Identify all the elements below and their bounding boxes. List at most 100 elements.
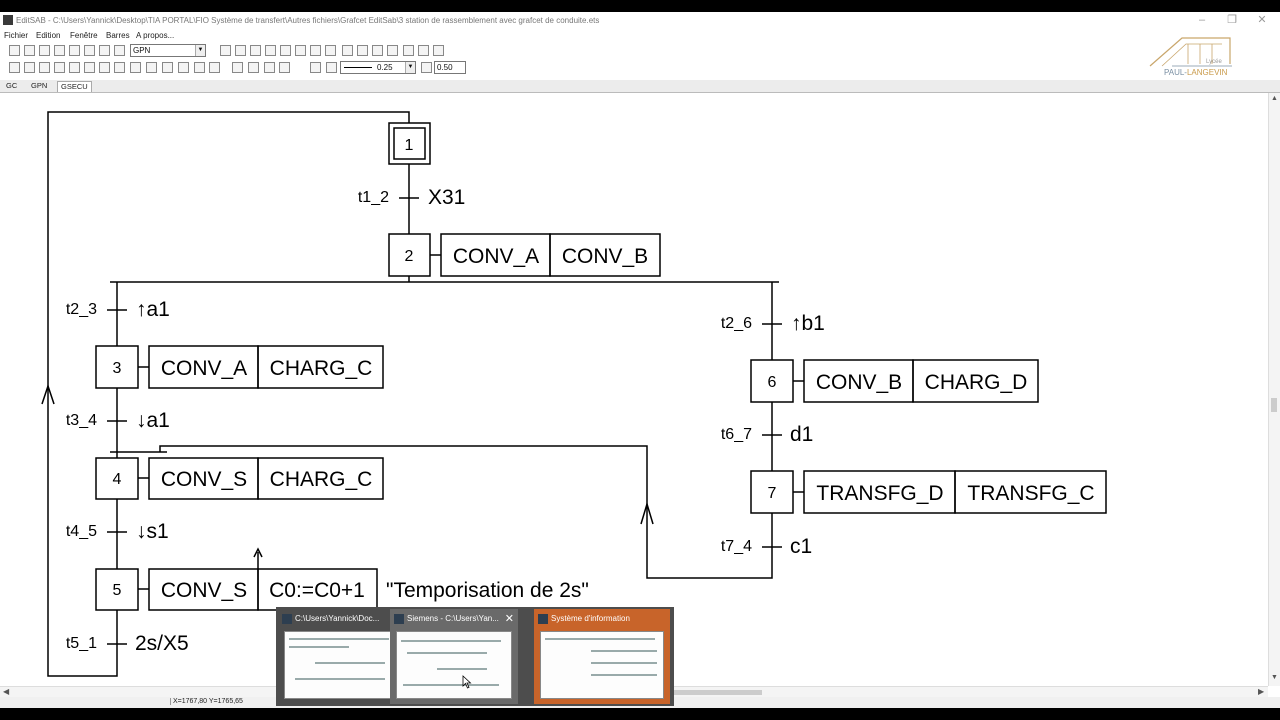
memorized-action-icon[interactable] (130, 62, 141, 73)
preview-thumbnail (284, 631, 400, 699)
taskbar-preview-3[interactable]: Système d'information (534, 609, 670, 704)
print-icon[interactable] (69, 45, 80, 56)
vertical-scrollbar[interactable]: ▲ ▼ (1268, 93, 1280, 686)
action-label: CONV_B (562, 245, 648, 268)
paste-icon[interactable] (433, 45, 444, 56)
vertical-scroll-thumb[interactable] (1271, 398, 1277, 412)
link-loop-left (47, 111, 410, 677)
image-icon[interactable] (310, 62, 321, 73)
step-icon[interactable] (9, 62, 20, 73)
enclosure-icon[interactable] (178, 62, 189, 73)
line-icon[interactable] (232, 62, 243, 73)
action-label: TRANSFG_C (967, 482, 1094, 505)
select-all-icon[interactable] (372, 45, 383, 56)
line-width-select[interactable]: 0.25 ▼ (340, 61, 416, 74)
tab-gpn[interactable]: GPN (31, 81, 48, 90)
tia-app-icon (282, 613, 292, 624)
logo-name-right: LANGEVIN (1186, 68, 1228, 77)
receptivity: ↓a1 (136, 409, 170, 432)
comment-icon[interactable] (194, 62, 205, 73)
zoom-icon[interactable] (250, 45, 261, 56)
step-1-box[interactable] (388, 122, 431, 165)
lycee-logo: Lycée PAUL-LANGEVIN (1142, 28, 1242, 80)
open-icon[interactable] (39, 45, 50, 56)
transition-name: t3_4 (66, 412, 97, 429)
arrow-up-right (640, 501, 654, 525)
fill-color-icon[interactable] (264, 62, 275, 73)
toolbar-drawing: 0.25 ▼ 0.50 (0, 60, 1280, 76)
step-6-action-2-box (912, 359, 1039, 403)
undo-icon[interactable] (342, 45, 353, 56)
logo-name-left: PAUL- (1164, 68, 1187, 77)
tab-gsecu[interactable]: GSECU (57, 81, 92, 92)
divergence-icon[interactable] (69, 62, 80, 73)
magnet-icon[interactable] (421, 62, 432, 73)
action-label: C0:=C0+1 (269, 579, 365, 602)
menu-a-propos[interactable]: A propos... (136, 31, 175, 40)
menu-barres[interactable]: Barres (106, 31, 130, 40)
grafcet-select[interactable]: GPN ▼ (130, 44, 206, 57)
text-icon[interactable] (279, 62, 290, 73)
group-icon[interactable] (387, 45, 398, 56)
initial-step-icon[interactable] (24, 62, 35, 73)
redo-icon[interactable] (357, 45, 368, 56)
arrow-icon[interactable] (326, 62, 337, 73)
transition-name: t1_2 (358, 189, 389, 206)
menu-bar: Fichier Edition Fenêtre Barres A propos.… (0, 29, 1280, 42)
preview-thumbnail (396, 631, 512, 699)
action-label: CONV_S (161, 579, 247, 602)
taskbar-preview-2[interactable]: Siemens - C:\Users\Yan... ✕ (390, 609, 518, 704)
step-3-action-2-box (257, 345, 384, 389)
link-icon[interactable] (54, 62, 65, 73)
grid-icon[interactable] (325, 45, 336, 56)
grafcet-tabs: GC GPN GSECU (0, 80, 1280, 93)
zoom-value-field[interactable]: 0.50 (434, 61, 466, 74)
cursor-coordinates: X=1767,80 Y=1765,65 (170, 698, 243, 705)
scroll-left-icon[interactable]: ◀ (3, 687, 10, 696)
tab-gc[interactable]: GC (6, 81, 18, 90)
receptivity: c1 (790, 535, 812, 558)
editsab-window: EditSAB - C:\Users\Yannick\Desktop\TIA P… (0, 12, 1280, 708)
pointer-icon[interactable] (220, 45, 231, 56)
zoom-fit-icon[interactable] (295, 45, 306, 56)
copy-icon[interactable] (418, 45, 429, 56)
menu-edition[interactable]: Edition (36, 31, 61, 40)
maximize-button[interactable]: ❐ (1227, 14, 1237, 26)
menu-fenetre[interactable]: Fenêtre (70, 31, 98, 40)
arrow-up-left (41, 383, 55, 405)
cut-icon[interactable] (403, 45, 414, 56)
save-icon[interactable] (54, 45, 65, 56)
close-preview-icon[interactable]: ✕ (504, 613, 514, 625)
zoom-value: 0.50 (437, 63, 453, 72)
frame-icon[interactable] (209, 62, 220, 73)
scroll-right-icon[interactable]: ▶ (1258, 687, 1265, 696)
taskbar-preview-1[interactable]: C:\Users\Yannick\Doc... (278, 609, 406, 704)
scroll-down-icon[interactable]: ▼ (1271, 674, 1278, 681)
receptivity: X31 (428, 186, 465, 209)
scroll-up-icon[interactable]: ▲ (1271, 95, 1278, 102)
zoom-out-icon[interactable] (280, 45, 291, 56)
close-button[interactable]: ✕ (1257, 14, 1267, 26)
new-file-icon[interactable] (9, 45, 20, 56)
forcing-icon[interactable] (162, 62, 173, 73)
grafcet-canvas[interactable]: 1 2 3 4 5 6 7 CONV_A CONV_B CONV_A CHARG… (0, 93, 1268, 686)
person-icon[interactable] (114, 45, 125, 56)
preview-title-text: Système d'information (551, 614, 630, 623)
print-preview-icon[interactable] (84, 45, 95, 56)
conditional-action-icon[interactable] (114, 62, 125, 73)
ellipse-icon[interactable] (248, 62, 259, 73)
toolbar-main: GPN ▼ (0, 43, 1280, 59)
action-icon[interactable] (99, 62, 110, 73)
menu-fichier[interactable]: Fichier (4, 31, 29, 40)
zoom-area-icon[interactable] (265, 45, 276, 56)
receptivity: ↑a1 (136, 298, 170, 321)
printer-icon[interactable] (99, 45, 110, 56)
macro-step-icon[interactable] (146, 62, 157, 73)
open-folder-icon[interactable] (24, 45, 35, 56)
transition-icon[interactable] (39, 62, 50, 73)
pencil-icon[interactable] (310, 45, 321, 56)
grafcet-select-value: GPN (133, 46, 151, 55)
minimize-button[interactable]: – (1198, 14, 1206, 26)
receptivity-icon[interactable] (84, 62, 95, 73)
eraser-icon[interactable] (235, 45, 246, 56)
